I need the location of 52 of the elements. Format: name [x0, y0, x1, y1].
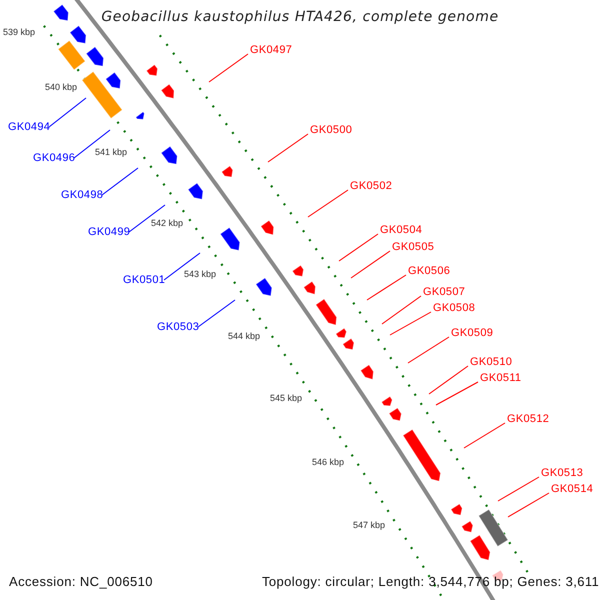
gene-label: GK0514	[551, 483, 594, 495]
leader-line	[102, 168, 138, 196]
gene-label: GK0500	[310, 124, 352, 136]
scale-label: 541 kbp	[95, 147, 128, 157]
gene-label: GK0497	[250, 44, 292, 56]
leader-line	[436, 382, 478, 406]
leader-line	[508, 492, 550, 518]
leader-line	[390, 312, 432, 336]
gene-label: GK0508	[433, 302, 476, 314]
gene-label: GK0498	[61, 189, 104, 201]
gene-label: GK0507	[423, 286, 466, 298]
gene-label: GK0513	[541, 467, 584, 479]
leader-line	[74, 130, 110, 158]
gene-label: GK0511	[480, 372, 522, 384]
leader-line	[428, 366, 468, 394]
leader-line	[498, 476, 540, 502]
scale-label: 542 kbp	[151, 218, 184, 228]
title: Geobacillus kaustophilus HTA426, complete genome	[100, 9, 500, 25]
gene-label: GK0501	[123, 274, 166, 286]
scale-label: 540 kbp	[45, 82, 78, 92]
leader-line	[338, 234, 378, 262]
leader-line	[128, 204, 166, 232]
scale-label: 545 kbp	[270, 393, 302, 403]
scale-label: 539 kbp	[3, 27, 36, 37]
gene-label: GK0494	[8, 121, 50, 133]
scale-label: 547 kbp	[353, 520, 386, 530]
leader-line	[164, 252, 200, 280]
gene-label: GK0510	[470, 356, 512, 368]
footer-text: Topology: circular; Length: 3,544,776 bp; Genes: 3,611	[262, 574, 600, 589]
leader-line	[408, 336, 450, 364]
gene-label: GK0509	[451, 327, 494, 339]
gene-label: GK0506	[408, 265, 450, 277]
gene-label: GK0504	[380, 224, 422, 236]
footer-text: Accession: NC_006510	[9, 574, 153, 589]
leader-line	[366, 274, 406, 300]
scale-label: 546 kbp	[312, 457, 344, 467]
gene-label: GK0496	[33, 152, 76, 164]
leader-line	[382, 296, 422, 324]
leader-line	[350, 250, 390, 278]
gene-label: GK0505	[392, 241, 434, 253]
leader-line	[198, 300, 236, 328]
scale-label: 544 kbp	[228, 331, 260, 341]
leader-line	[48, 98, 86, 128]
leader-line	[208, 54, 248, 82]
gene-label: GK0503	[157, 321, 200, 333]
leader-line	[308, 190, 348, 218]
gene-label: GK0502	[350, 180, 392, 192]
gene-label: GK0499	[88, 226, 130, 238]
gene-label: GK0512	[507, 413, 550, 425]
scale-label: 543 kbp	[184, 269, 216, 279]
leader-line	[464, 422, 506, 448]
leader-line	[268, 134, 308, 162]
